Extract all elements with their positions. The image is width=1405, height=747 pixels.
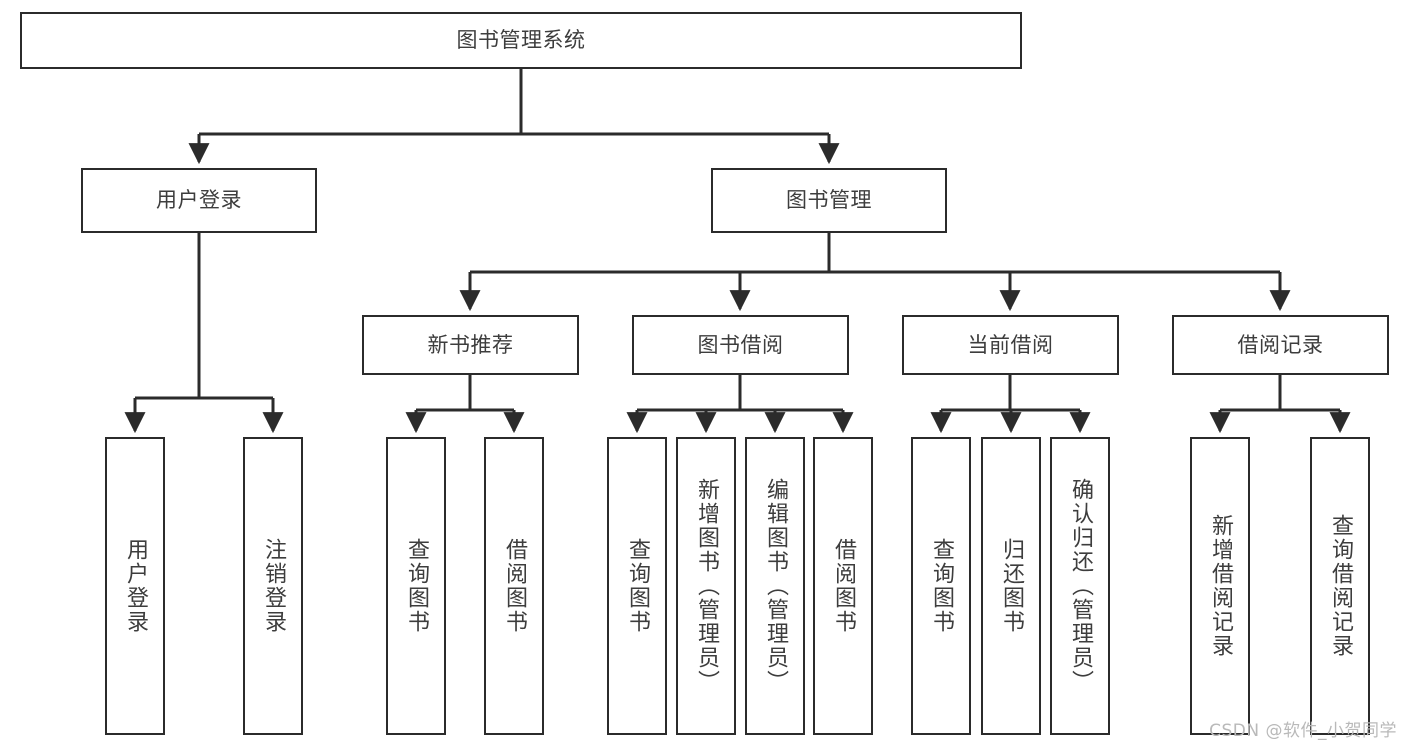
node-label: 图书管理系统 bbox=[456, 28, 586, 53]
node-label: 借阅记录 bbox=[1237, 332, 1324, 357]
leaf-query-book-borrow[interactable]: 查询图书 bbox=[607, 437, 667, 735]
leaf-query-book-current[interactable]: 查询图书 bbox=[911, 437, 971, 735]
leaf-logout[interactable]: 注销登录 bbox=[243, 437, 303, 735]
node-label: 查询图书 bbox=[929, 538, 954, 634]
node-label: 编辑图书（管理员） bbox=[763, 478, 788, 694]
node-label: 借阅图书 bbox=[831, 538, 856, 634]
node-label: 图书借阅 bbox=[697, 332, 784, 357]
leaf-query-book-recommend[interactable]: 查询图书 bbox=[386, 437, 446, 735]
node-root[interactable]: 图书管理系统 bbox=[20, 12, 1022, 69]
node-label: 用户登录 bbox=[156, 188, 242, 213]
node-label: 查询借阅记录 bbox=[1328, 514, 1353, 658]
node-label: 当前借阅 bbox=[967, 332, 1054, 357]
leaf-user-login[interactable]: 用户登录 bbox=[105, 437, 165, 735]
node-label: 新增借阅记录 bbox=[1208, 514, 1233, 658]
node-label: 用户登录 bbox=[123, 538, 148, 634]
leaf-edit-book-admin[interactable]: 编辑图书（管理员） bbox=[745, 437, 805, 735]
node-label: 新书推荐 bbox=[427, 332, 514, 357]
node-label: 借阅图书 bbox=[502, 538, 527, 634]
node-user-login[interactable]: 用户登录 bbox=[81, 168, 317, 233]
leaf-add-borrow-record[interactable]: 新增借阅记录 bbox=[1190, 437, 1250, 735]
leaf-query-borrow-record[interactable]: 查询借阅记录 bbox=[1310, 437, 1370, 735]
node-book-management[interactable]: 图书管理 bbox=[711, 168, 947, 233]
node-book-borrow[interactable]: 图书借阅 bbox=[632, 315, 849, 375]
leaf-borrow-book-recommend[interactable]: 借阅图书 bbox=[484, 437, 544, 735]
node-new-book-recommend[interactable]: 新书推荐 bbox=[362, 315, 579, 375]
node-label: 图书管理 bbox=[786, 188, 872, 213]
leaf-borrow-book[interactable]: 借阅图书 bbox=[813, 437, 873, 735]
leaf-return-book[interactable]: 归还图书 bbox=[981, 437, 1041, 735]
node-label: 确认归还（管理员） bbox=[1068, 478, 1093, 694]
leaf-add-book-admin[interactable]: 新增图书（管理员） bbox=[676, 437, 736, 735]
node-label: 新增图书（管理员） bbox=[694, 478, 719, 694]
leaf-confirm-return-admin[interactable]: 确认归还（管理员） bbox=[1050, 437, 1110, 735]
node-current-borrow[interactable]: 当前借阅 bbox=[902, 315, 1119, 375]
node-label: 归还图书 bbox=[999, 538, 1024, 634]
node-label: 查询图书 bbox=[404, 538, 429, 634]
node-label: 注销登录 bbox=[261, 538, 286, 634]
node-borrow-record[interactable]: 借阅记录 bbox=[1172, 315, 1389, 375]
node-label: 查询图书 bbox=[625, 538, 650, 634]
